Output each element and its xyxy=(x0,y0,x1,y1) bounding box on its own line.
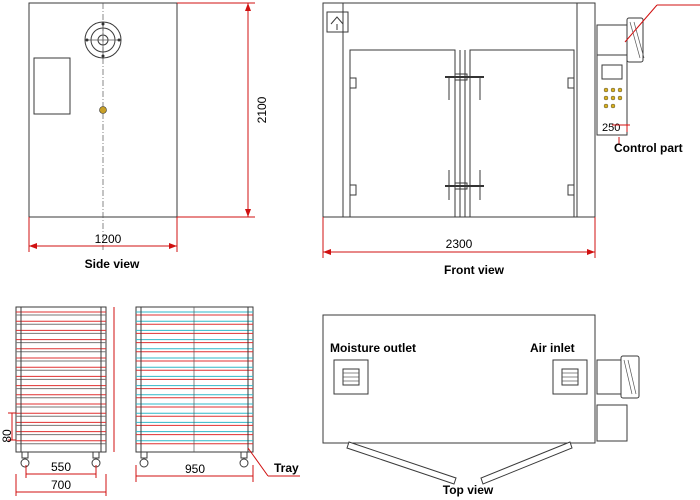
outer-width-label: 700 xyxy=(51,478,71,492)
top-view-caption: Top view xyxy=(443,483,494,497)
top-control-cabinet xyxy=(596,404,628,442)
depth-dimension-label: 950 xyxy=(185,462,205,476)
control-part-label: Control part xyxy=(614,141,683,155)
trolley-left: 80 550 700 xyxy=(0,306,115,496)
motor-icon xyxy=(596,355,640,399)
tray-leader-line xyxy=(247,447,269,477)
moisture-outlet-icon xyxy=(333,359,369,395)
air-inlet-label: Air inlet xyxy=(530,341,575,355)
left-door xyxy=(349,49,456,218)
control-display xyxy=(601,64,623,80)
side-view-panel xyxy=(33,57,71,115)
door-latch-icon xyxy=(445,73,484,200)
front-view-caption: Front view xyxy=(444,263,505,277)
trolley-left-trays xyxy=(16,311,106,445)
handle-knob-icon xyxy=(99,106,107,114)
hinge-icon xyxy=(349,77,575,196)
top-view: Moisture outlet Air inlet Top view xyxy=(322,314,640,497)
control-buttons-icon xyxy=(603,87,623,109)
top-view-body xyxy=(322,314,596,444)
trolley-right-trays xyxy=(136,311,253,445)
control-value: 250 xyxy=(602,122,620,134)
motor-icon xyxy=(596,4,700,63)
front-width-dimension-label: 2300 xyxy=(446,237,473,251)
fan-hood-icon xyxy=(326,11,349,33)
trolley-right: 950 Tray xyxy=(135,306,300,482)
height-dimension-label: 2100 xyxy=(255,96,269,123)
fan-flange-icon xyxy=(84,21,122,59)
inner-width-label: 550 xyxy=(51,460,71,474)
moisture-outlet-label: Moisture outlet xyxy=(330,341,416,355)
side-view: 2100 1200 Side view xyxy=(28,2,269,271)
door-swing-icon xyxy=(346,441,573,485)
side-view-caption: Side view xyxy=(85,257,140,271)
tray-spacing-label: 80 xyxy=(0,429,14,443)
caster-wheel-icon xyxy=(139,451,249,468)
width-dimension-label: 1200 xyxy=(95,232,122,246)
air-inlet-icon xyxy=(552,359,588,395)
front-view: 250 Control part 2300 Front view xyxy=(322,2,700,277)
tray-label: Tray xyxy=(274,461,299,475)
motor-leader-line xyxy=(624,4,658,43)
right-door xyxy=(469,49,575,218)
